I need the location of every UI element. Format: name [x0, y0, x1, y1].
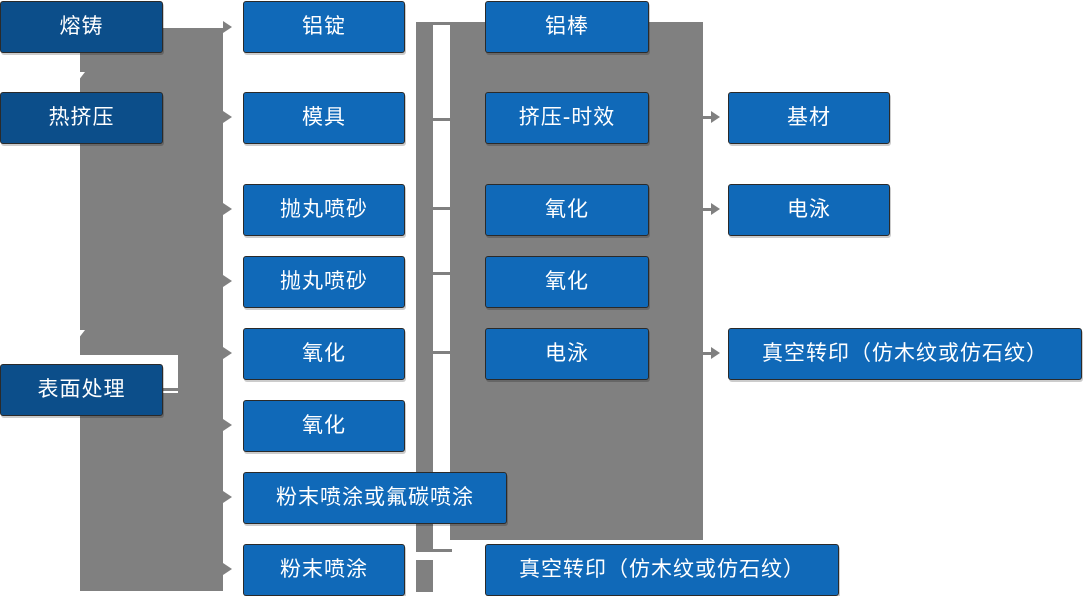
arrow-tail-vacuum-transfer	[703, 352, 712, 355]
process-label-shot-blasting-1: 抛丸喷砂	[280, 196, 368, 221]
arrow-down-extrusion-to-surface	[71, 330, 85, 339]
arrow-tail-substrate	[703, 116, 712, 119]
stage-box-hot-extrusion[interactable]: 热挤压	[0, 92, 163, 144]
operation-box-electrophoresis[interactable]: 电泳	[485, 328, 649, 380]
operation-label-extrusion-aging: 挤压-时效	[518, 104, 616, 129]
connector-tick-op-1	[432, 22, 452, 25]
arrow-down-melt-to-extrusion	[71, 72, 85, 81]
connector-tick-surface-treatment	[163, 388, 189, 391]
process-box-powder-coating[interactable]: 粉末喷涂	[243, 544, 405, 596]
operation-label-oxidation-2: 氧化	[545, 268, 589, 293]
process-box-shot-blasting-1[interactable]: 抛丸喷砂	[243, 184, 405, 236]
process-label-powder-coating: 粉末喷涂	[280, 556, 368, 581]
process-box-oxidation-1[interactable]: 氧化	[243, 328, 405, 380]
arrow-to-shot-blasting-1	[223, 203, 232, 215]
operation-box-oxidation-1[interactable]: 氧化	[485, 184, 649, 236]
operation-box-oxidation-2[interactable]: 氧化	[485, 256, 649, 308]
product-label-electrophoresis: 电泳	[787, 196, 831, 221]
connector-tick-op-4	[432, 272, 452, 275]
connector-band-process-tail	[416, 560, 433, 592]
arrow-to-electrophoresis	[711, 203, 720, 215]
connector-tick-op-5	[432, 351, 452, 354]
arrow-to-substrate	[711, 111, 720, 123]
arrow-to-vacuum-transfer	[711, 347, 720, 359]
process-label-aluminium-ingot: 铝锭	[302, 13, 346, 38]
product-box-vacuum-transfer[interactable]: 真空转印（仿木纹或仿石纹）	[728, 328, 1082, 380]
process-box-shot-blasting-2[interactable]: 抛丸喷砂	[243, 256, 405, 308]
arrow-to-aluminium-ingot	[223, 21, 232, 33]
process-label-oxidation-2: 氧化	[302, 412, 346, 437]
process-box-mould[interactable]: 模具	[243, 92, 405, 144]
process-label-shot-blasting-2: 抛丸喷砂	[280, 268, 368, 293]
connector-tick-op-2	[432, 118, 452, 121]
operation-label-electrophoresis: 电泳	[545, 340, 589, 365]
operation-label-vacuum-transfer: 真空转印（仿木纹或仿石纹）	[519, 556, 805, 581]
operation-box-extrusion-aging[interactable]: 挤压-时效	[485, 92, 649, 144]
operation-box-vacuum-transfer[interactable]: 真空转印（仿木纹或仿石纹）	[485, 544, 839, 596]
process-box-oxidation-2[interactable]: 氧化	[243, 400, 405, 452]
arrow-to-oxidation-1	[223, 347, 232, 359]
arrow-to-oxidation-2	[223, 419, 232, 431]
product-box-substrate[interactable]: 基材	[728, 92, 890, 144]
arrow-to-shot-blasting-2	[223, 275, 232, 287]
process-label-powder-or-fluorocarbon: 粉末喷涂或氟碳喷涂	[276, 484, 474, 509]
arrow-tail-electrophoresis	[703, 208, 712, 211]
arrow-to-powder-or-fluorocarbon	[223, 491, 232, 503]
process-box-powder-or-fluorocarbon[interactable]: 粉末喷涂或氟碳喷涂	[243, 472, 507, 524]
process-label-mould: 模具	[302, 104, 346, 129]
stage-label-hot-extrusion: 热挤压	[48, 104, 115, 129]
process-box-aluminium-ingot[interactable]: 铝锭	[243, 1, 405, 53]
stage-label-melt-cast: 熔铸	[59, 13, 104, 38]
product-label-substrate: 基材	[787, 104, 831, 129]
operation-box-aluminium-bar[interactable]: 铝棒	[485, 1, 649, 53]
operation-label-oxidation-1: 氧化	[545, 196, 589, 221]
connector-tick-op-6	[432, 549, 452, 552]
process-label-oxidation-1: 氧化	[302, 340, 346, 365]
connector-band-process-left	[416, 22, 433, 552]
product-box-electrophoresis[interactable]: 电泳	[728, 184, 890, 236]
connector-tick-op-3	[432, 207, 452, 210]
arrow-to-powder-coating	[223, 563, 232, 575]
stage-box-melt-cast[interactable]: 熔铸	[0, 1, 163, 53]
arrow-to-mould	[223, 111, 232, 123]
stage-box-surface-treatment[interactable]: 表面处理	[0, 364, 163, 416]
stage-label-surface-treatment: 表面处理	[37, 376, 126, 401]
operation-label-aluminium-bar: 铝棒	[545, 13, 589, 38]
product-label-vacuum-transfer: 真空转印（仿木纹或仿石纹）	[762, 340, 1048, 365]
